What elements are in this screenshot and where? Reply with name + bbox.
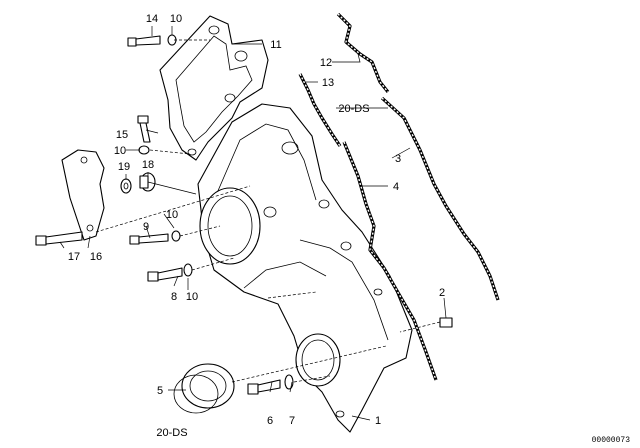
- callout-17: 17: [68, 251, 80, 263]
- callout-labels: 14 10 11 12 13 20-DS 3 4 15 10 19 18 10 …: [68, 13, 630, 445]
- gasket-13: [298, 73, 342, 147]
- gasket-4: [342, 141, 438, 381]
- callout-16: 16: [90, 251, 102, 263]
- bolt-8: [147, 263, 193, 282]
- callout-10-bottom: 10: [186, 291, 198, 303]
- callout-3: 3: [395, 153, 401, 165]
- bolt-14: [127, 35, 161, 47]
- bolt-17: [35, 231, 83, 246]
- callout-11: 11: [270, 39, 281, 51]
- callout-13: 13: [322, 77, 334, 89]
- image-code: 00000073: [592, 436, 631, 445]
- callout-10-mid: 10: [114, 145, 126, 157]
- callout-18: 18: [142, 159, 154, 171]
- sensor-18: [139, 172, 197, 195]
- lower-timing-cover: [197, 103, 413, 433]
- nut-10-mid: [138, 145, 150, 155]
- callout-14: 14: [146, 13, 158, 25]
- callout-10-lower: 10: [166, 209, 178, 221]
- callout-8: 8: [171, 291, 177, 303]
- seal-5: [173, 363, 235, 414]
- bolt-9: [129, 230, 181, 245]
- bolt-6: [247, 379, 281, 395]
- dowel-2: [439, 317, 453, 328]
- callout-12: 12: [320, 57, 332, 69]
- leader-lines: [59, 26, 447, 421]
- callout-5: 5: [157, 385, 163, 397]
- callout-1: 1: [375, 415, 381, 427]
- gasket-12: [336, 12, 390, 93]
- callout-19: 19: [118, 161, 130, 173]
- gasket-3: [380, 96, 500, 301]
- alignment-lines: [95, 39, 441, 383]
- callout-10-top: 10: [170, 13, 182, 25]
- callout-7: 7: [289, 415, 295, 427]
- callout-15: 15: [116, 129, 128, 141]
- washer-19: [120, 178, 132, 194]
- callout-4: 4: [393, 181, 399, 193]
- callout-20-ds-top: 20-DS: [338, 103, 369, 115]
- callout-20-ds-bottom: 20-DS: [156, 427, 187, 439]
- callout-9: 9: [143, 221, 149, 233]
- bracket-16: [61, 149, 105, 241]
- bolt-15: [137, 115, 151, 143]
- upper-timing-cover: [159, 15, 269, 161]
- callout-2: 2: [439, 287, 445, 299]
- callout-6: 6: [267, 415, 273, 427]
